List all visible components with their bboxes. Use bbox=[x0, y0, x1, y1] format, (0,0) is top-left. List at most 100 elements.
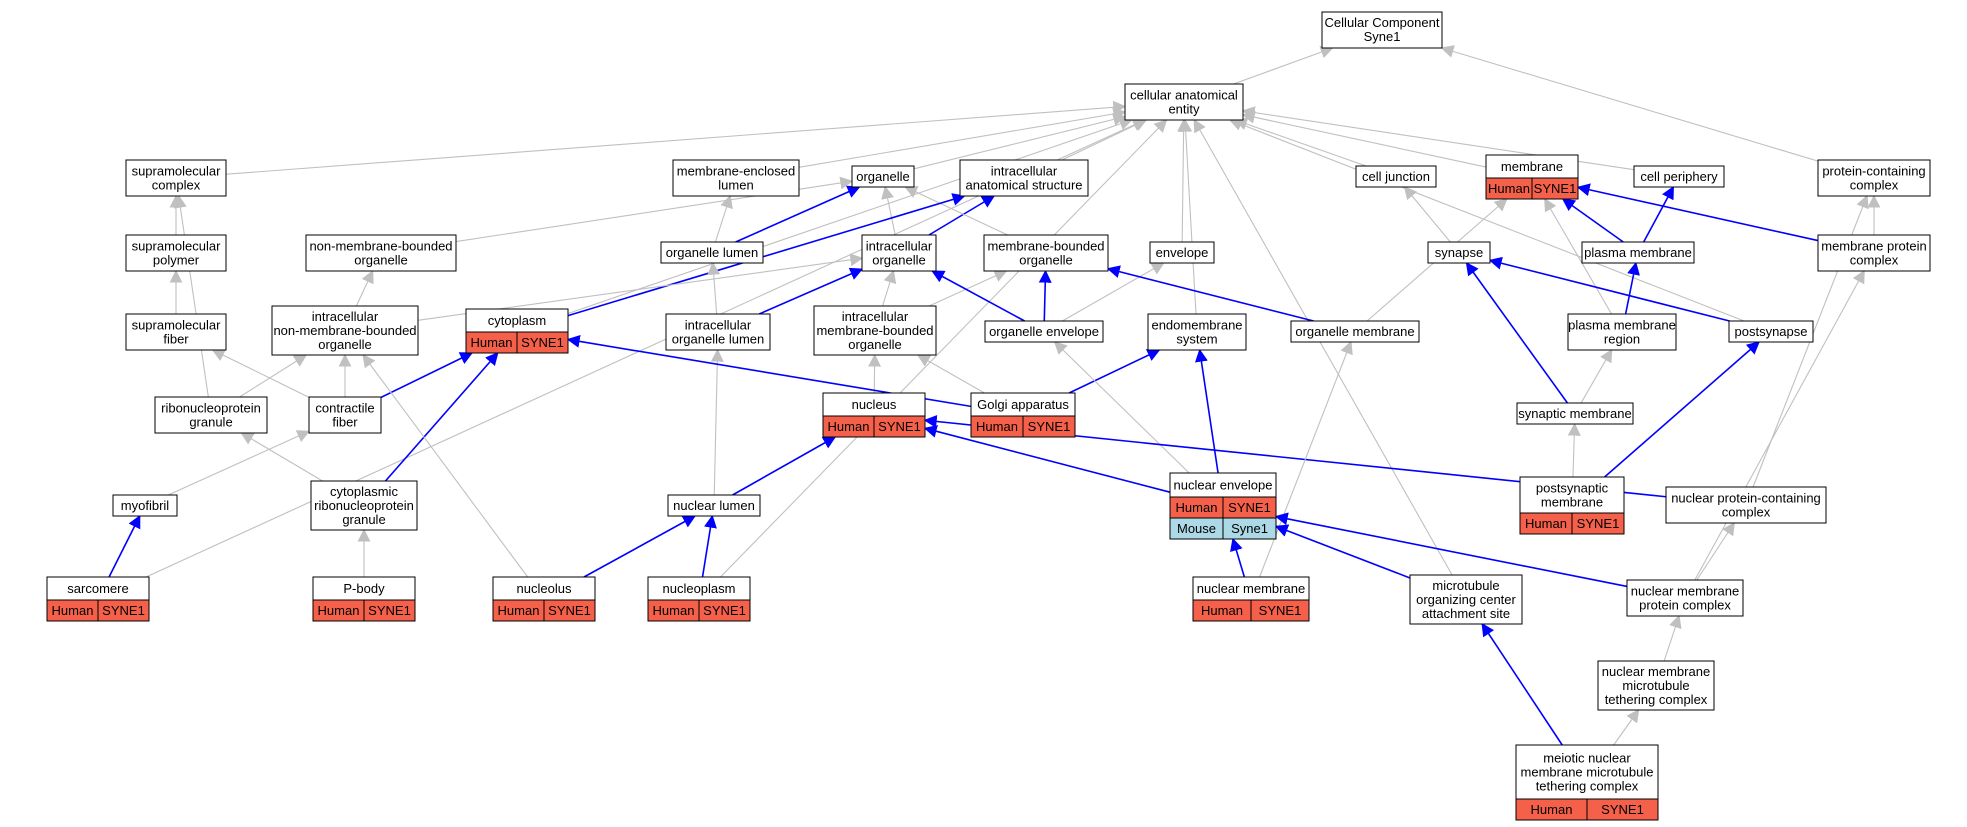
edge-mbo-to-organelle bbox=[904, 186, 1008, 236]
node-cell-periphery[interactable]: cell periphery bbox=[1633, 165, 1725, 188]
node-synapse[interactable]: synapse bbox=[1427, 241, 1491, 264]
node-label: Golgi apparatus bbox=[977, 397, 1069, 412]
node-label: cell periphery bbox=[1640, 169, 1718, 184]
node-label: synaptic membrane bbox=[1518, 406, 1631, 421]
node-label: plasma membrane bbox=[1568, 318, 1676, 333]
edge-mtoc-site-to-nuclear-envelope bbox=[1274, 524, 1411, 579]
node-organelle-lumen[interactable]: organelle lumen bbox=[660, 241, 764, 264]
node-label: organelle bbox=[872, 253, 926, 268]
gene-cell bbox=[1571, 512, 1625, 535]
node-intra-nmbo[interactable]: intracellularnon-membrane-boundedorganel… bbox=[271, 305, 419, 356]
node-label: ribonucleoprotein bbox=[314, 498, 414, 513]
edge-mem-encl-lumen-to-root bbox=[798, 107, 1127, 168]
edge-organelle-envelope-to-mbo bbox=[1038, 269, 1052, 322]
node-box bbox=[1516, 402, 1634, 425]
edge-synaptic-membrane-to-synapse bbox=[1465, 261, 1569, 404]
node-box bbox=[1581, 241, 1695, 264]
species-label: Human bbox=[471, 335, 513, 350]
node-box bbox=[1633, 165, 1725, 188]
edge-endomembrane-to-root bbox=[1179, 118, 1197, 315]
node-nuclear-lumen[interactable]: nuclear lumen bbox=[667, 494, 761, 517]
node-label: intracellular bbox=[685, 318, 752, 333]
edge-supramol-complex-to-root bbox=[225, 100, 1127, 175]
node-myofibril[interactable]: myofibril bbox=[112, 494, 178, 517]
node-synaptic-membrane[interactable]: synaptic membrane bbox=[1516, 402, 1634, 425]
title-line-2: Syne1 bbox=[1364, 29, 1401, 44]
edge-nuclear-envelope-to-organelle-envelope bbox=[1053, 341, 1190, 474]
edge-golgi-to-intra-mbo bbox=[916, 354, 985, 394]
node-postsynapse[interactable]: postsynapse bbox=[1728, 320, 1814, 343]
node-box bbox=[667, 494, 761, 517]
node-box bbox=[125, 234, 227, 272]
node-box bbox=[660, 241, 764, 264]
node-label: fiber bbox=[163, 332, 189, 347]
node-organelle[interactable]: organelle bbox=[851, 165, 915, 188]
edge-cytoplasm-to-ias bbox=[567, 193, 966, 317]
gene-label: SYNE1 bbox=[548, 603, 591, 618]
node-label: plasma membrane bbox=[1584, 245, 1692, 260]
node-organelle-membrane[interactable]: organelle membrane bbox=[1290, 320, 1420, 343]
node-label: microtubule bbox=[1622, 678, 1689, 693]
node-box bbox=[1626, 579, 1744, 617]
edge-nuclear-envelope-to-endomembrane bbox=[1194, 348, 1219, 474]
node-box bbox=[125, 313, 227, 351]
node-label: system bbox=[1176, 332, 1217, 347]
edge-membrane-protein-complex-to-membrane bbox=[1576, 183, 1819, 242]
node-label: tethering complex bbox=[1605, 692, 1708, 707]
node-plasma-membrane[interactable]: plasma membrane bbox=[1581, 241, 1695, 264]
node-label: organelle lumen bbox=[672, 332, 765, 347]
node-label: complex bbox=[1850, 253, 1899, 268]
node-label: organizing center bbox=[1416, 592, 1516, 607]
node-label: fiber bbox=[332, 415, 358, 430]
gene-cell bbox=[698, 599, 751, 622]
title-line-1: Cellular Component bbox=[1325, 15, 1440, 30]
node-cell-junction[interactable]: cell junction bbox=[1355, 165, 1437, 188]
node-label: P-body bbox=[343, 581, 385, 596]
node-label: envelope bbox=[1156, 245, 1209, 260]
node-label: nuclear membrane bbox=[1602, 664, 1710, 679]
node-label: region bbox=[1604, 332, 1640, 347]
edge-mtoc-site-to-root bbox=[1193, 118, 1453, 576]
edge-intra-nmbo-to-nmbo bbox=[355, 269, 374, 307]
edge-cyto-rnp-granule-to-rnp-granule bbox=[240, 432, 323, 482]
node-box bbox=[1515, 744, 1659, 800]
node-label: nuclear membrane bbox=[1631, 584, 1739, 599]
gene-cell bbox=[1586, 798, 1659, 821]
node-organelle-envelope[interactable]: organelle envelope bbox=[984, 320, 1104, 343]
node-envelope[interactable]: envelope bbox=[1149, 241, 1215, 264]
